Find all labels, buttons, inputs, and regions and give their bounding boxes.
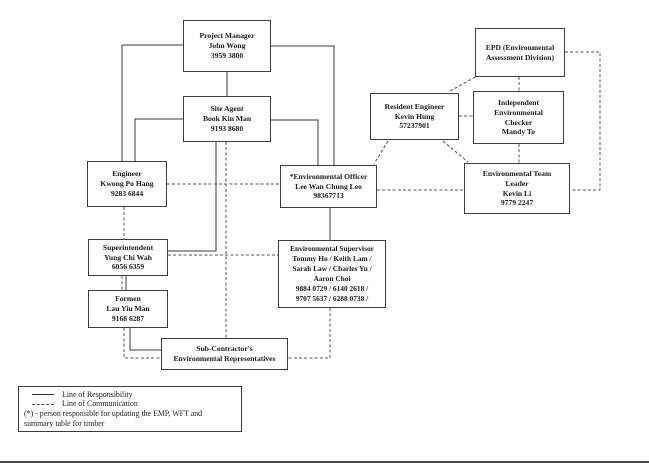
box-line: Kevin Li bbox=[502, 188, 532, 198]
box-line: Mandy To bbox=[501, 127, 536, 137]
box-line: 3959 3800 bbox=[210, 50, 244, 60]
box-line: Site Agent bbox=[210, 104, 244, 114]
dashed-line-swatch bbox=[32, 403, 54, 405]
legend: Line of Responsibility Line of Communica… bbox=[18, 386, 242, 432]
box-independent-environmental-checker: Independent Environmental Checker Mandy … bbox=[473, 91, 564, 144]
box-line: Sub-Contractor's bbox=[196, 344, 253, 354]
box-project-manager: Project Manager John Wong 3959 3800 bbox=[183, 20, 271, 72]
communication-diagonals bbox=[373, 75, 478, 165]
box-environmental-supervisor: Environmental Supervisor Tommy Ho / Keit… bbox=[278, 240, 386, 308]
box-line: Kwong Po Hang bbox=[100, 179, 154, 189]
box-line: Engineer bbox=[112, 169, 142, 179]
box-line: Resident Engineer bbox=[384, 101, 445, 111]
box-line: John Wong bbox=[208, 41, 246, 51]
box-line: EPD (Environmental bbox=[485, 42, 555, 52]
box-line: Leader bbox=[505, 178, 529, 188]
legend-note-line1: (*) - person responsible for updating th… bbox=[24, 409, 203, 418]
box-line: 57237901 bbox=[399, 121, 430, 131]
communication-lines bbox=[121, 51, 601, 359]
box-line: Superintendent bbox=[102, 242, 154, 252]
box-engineer: Engineer Kwong Po Hang 9283 6844 bbox=[87, 161, 167, 207]
box-line: Assessment Division) bbox=[485, 52, 555, 62]
solid-line-swatch bbox=[32, 394, 54, 396]
page-bottom-rule bbox=[0, 461, 649, 463]
box-superintendent: Superintendent Yung Chi Wah 6056 6359 bbox=[88, 239, 168, 276]
box-line: 9193 8680 bbox=[210, 123, 244, 133]
box-line: 9707 5637 / 6288 0738 / bbox=[295, 293, 369, 303]
box-line: 98367713 bbox=[313, 191, 344, 201]
box-environmental-officer: *Environmental Officer Lee Wan Chung Leo… bbox=[280, 165, 377, 208]
box-sub-contractor: Sub-Contractor's Environmental Represent… bbox=[161, 338, 288, 370]
box-environmental-team-leader: Environmental Team Leader Kevin Li 9779 … bbox=[464, 163, 570, 214]
responsibility-lines bbox=[121, 44, 335, 351]
legend-note-line2: summary table for timber bbox=[24, 418, 105, 428]
legend-responsibility-row: Line of Responsibility bbox=[24, 390, 236, 400]
box-line: Kevin Hung bbox=[394, 111, 435, 121]
box-line: Environmental Team bbox=[482, 168, 552, 178]
box-line: Independent bbox=[498, 97, 539, 107]
box-line: Book Kin Man bbox=[202, 114, 252, 124]
box-epd: EPD (Environmental Assessment Division) bbox=[475, 28, 565, 77]
box-resident-engineer: Resident Engineer Kevin Hung 57237901 bbox=[370, 93, 459, 140]
legend-communication-label: Line of Communication bbox=[62, 399, 138, 409]
box-line: Project Manager bbox=[199, 31, 255, 41]
box-line: *Environmental Officer bbox=[289, 171, 368, 181]
box-site-agent: Site Agent Book Kin Man 9193 8680 bbox=[183, 96, 271, 142]
box-line: 9884 0729 / 6140 2618 / bbox=[295, 283, 369, 293]
box-line: Environmental Representatives bbox=[173, 354, 276, 363]
box-line: 9779 2247 bbox=[500, 198, 534, 208]
box-line: Sarah Law / Charles Yu / bbox=[292, 264, 372, 274]
box-line: Tommy Ho / Keith Lam / bbox=[292, 254, 372, 264]
box-line: Environmental bbox=[494, 107, 543, 117]
box-line: 9283 6844 bbox=[110, 188, 144, 198]
box-line: Aaron Choi bbox=[313, 274, 351, 283]
box-line: Checker bbox=[504, 117, 533, 127]
box-line: Environmental Supervisor bbox=[290, 244, 374, 254]
box-line: Yung Chi Wah bbox=[104, 252, 152, 262]
box-line: 6056 6359 bbox=[111, 262, 145, 272]
box-line: Formen bbox=[115, 294, 141, 304]
box-line: Lau Yiu Man bbox=[106, 304, 150, 314]
box-line: Lee Wan Chung Leo bbox=[295, 181, 362, 191]
legend-communication-row: Line of Communication bbox=[24, 399, 236, 409]
box-formen: Formen Lau Yiu Man 9168 6287 bbox=[88, 290, 168, 328]
box-line: 9168 6287 bbox=[111, 313, 145, 323]
legend-responsibility-label: Line of Responsibility bbox=[62, 389, 133, 399]
